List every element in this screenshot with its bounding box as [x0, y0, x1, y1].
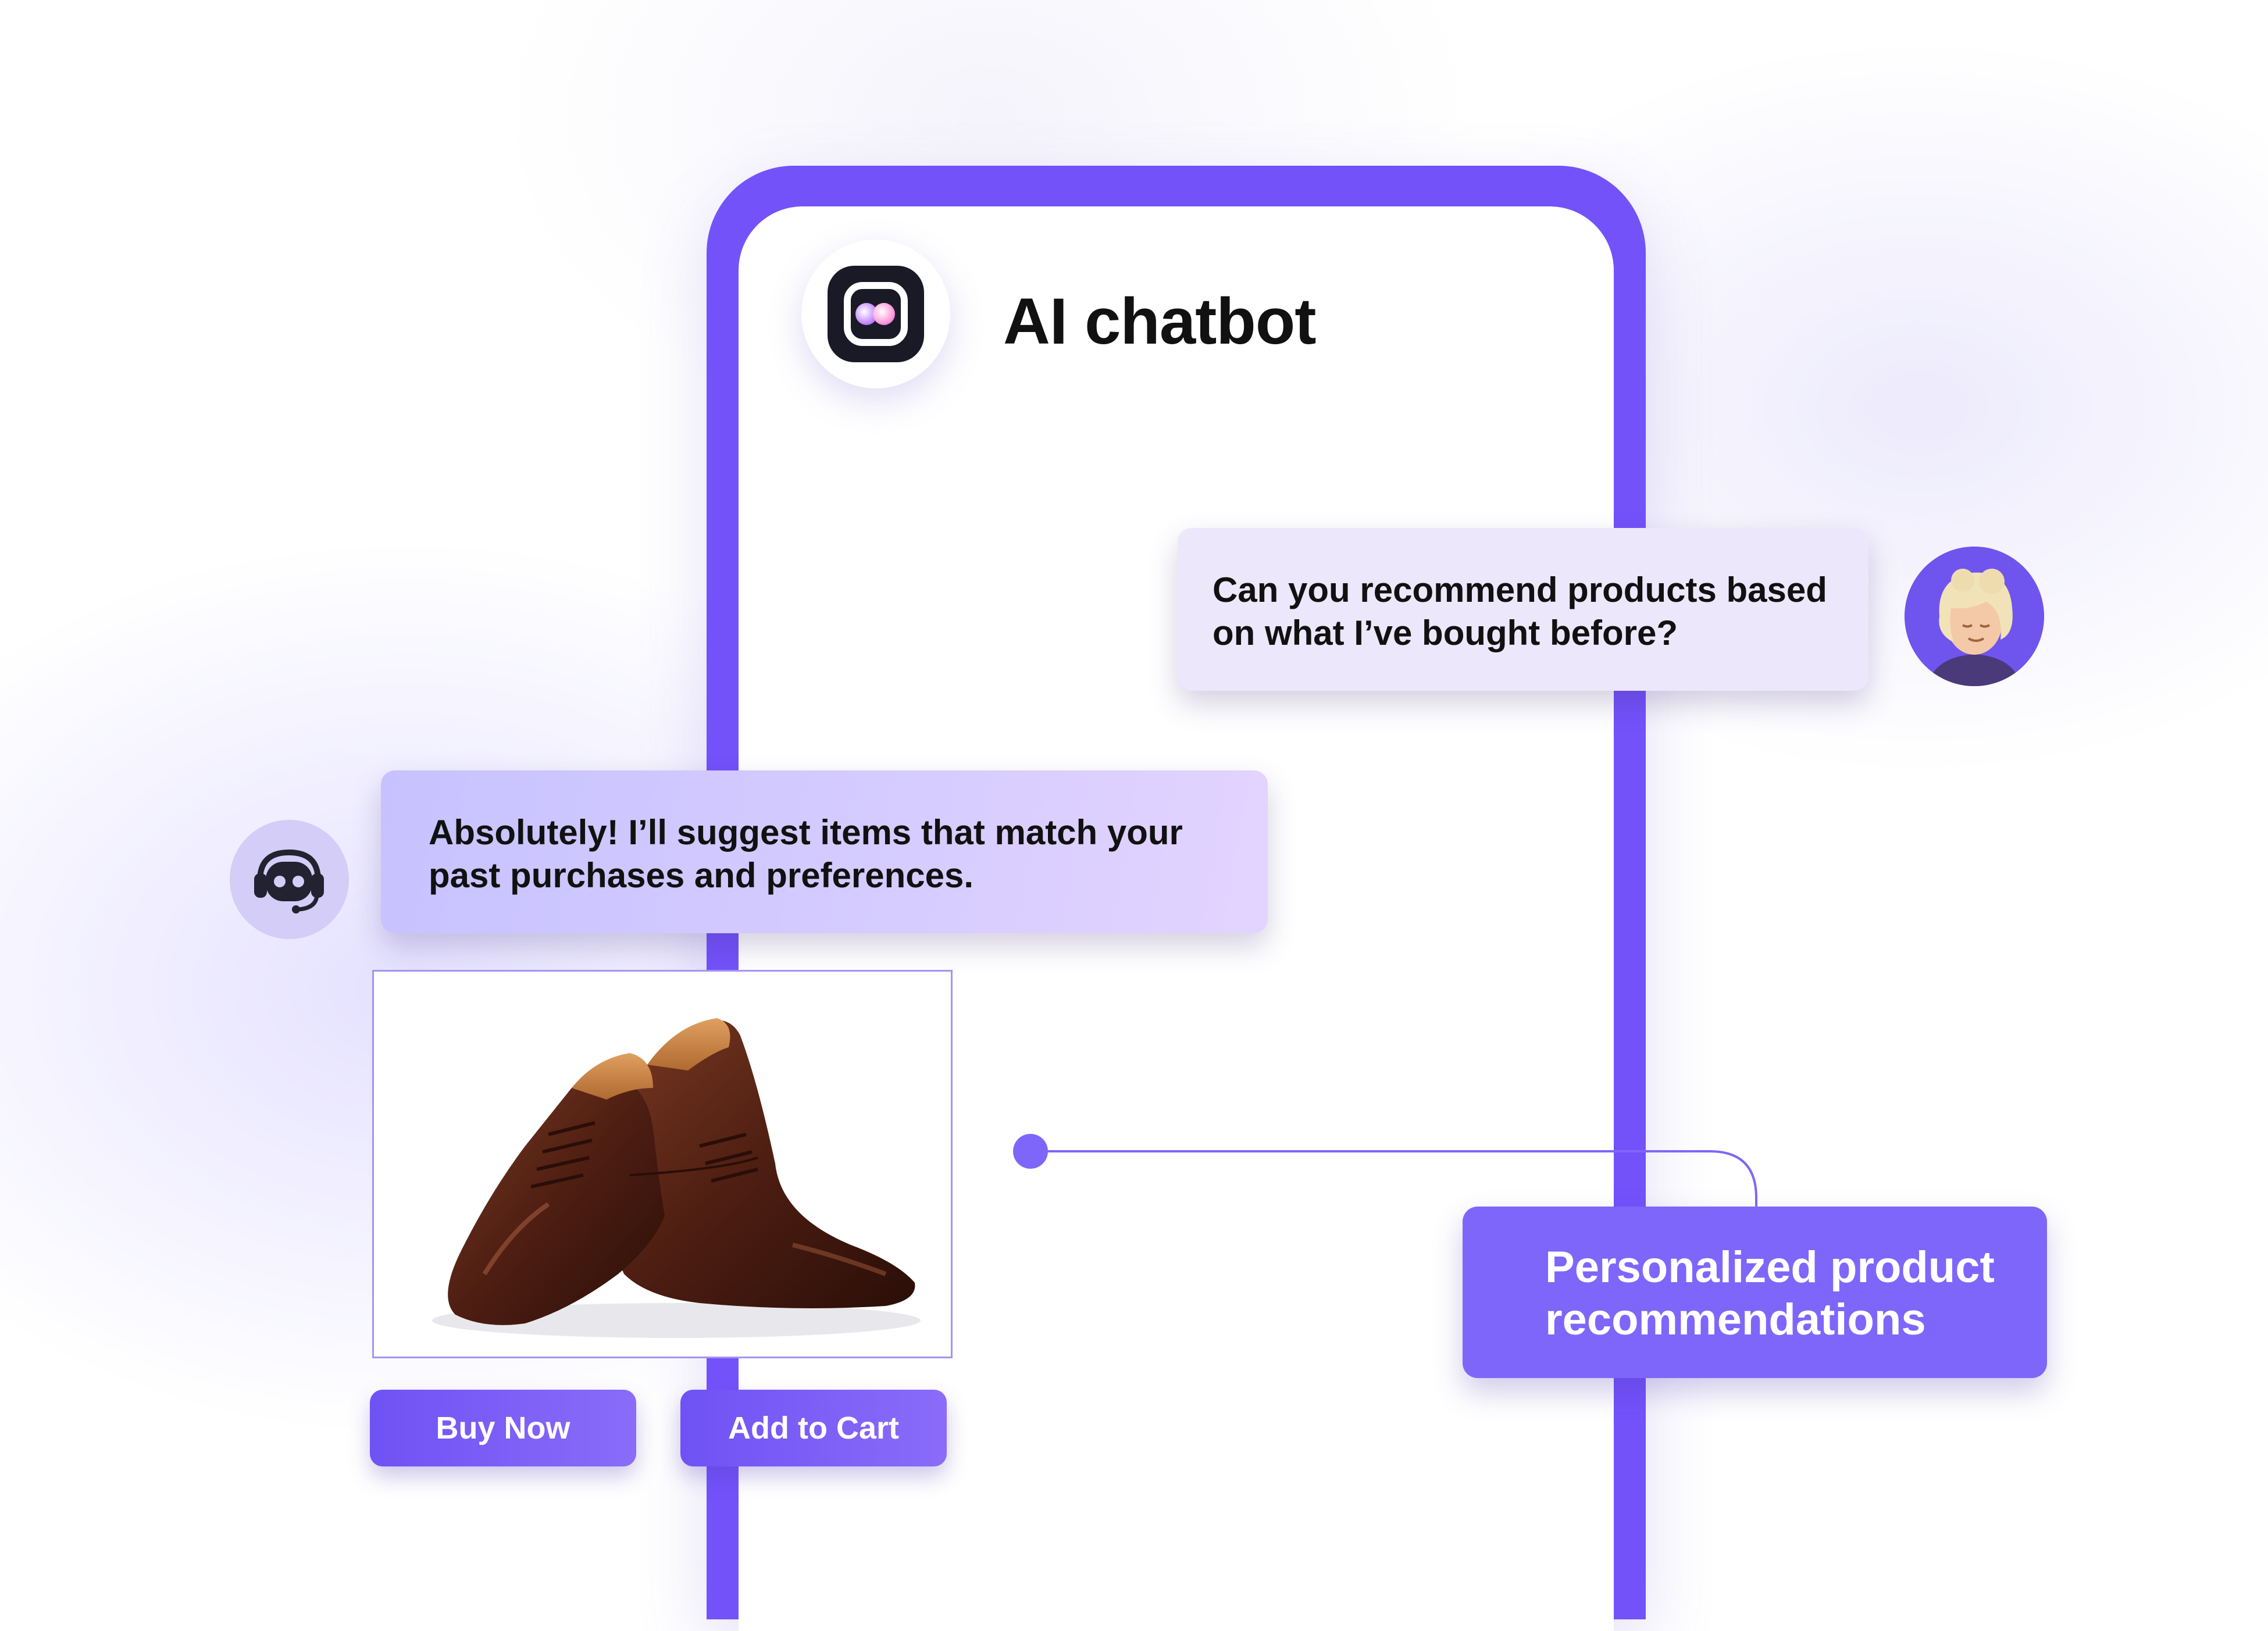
app-logo-icon	[801, 240, 950, 388]
user-message-text: Can you recommend products based on what…	[1213, 570, 1827, 652]
bot-message-bubble: Absolutely! I’ll suggest items that matc…	[381, 770, 1268, 933]
product-card[interactable]	[372, 970, 953, 1358]
feature-callout-label: Personalized product recommendations	[1545, 1243, 1995, 1344]
user-avatar[interactable]	[1905, 547, 2044, 686]
bot-message-text: Absolutely! I’ll suggest items that matc…	[429, 813, 1183, 895]
feature-callout: Personalized product recommendations	[1463, 1207, 2047, 1378]
buy-now-button[interactable]: Buy Now	[370, 1390, 636, 1466]
app-title: AI chatbot	[1003, 285, 1317, 358]
user-avatar-icon	[1905, 547, 2044, 686]
robot-headset-icon	[254, 849, 324, 913]
add-to-cart-button[interactable]: Add to Cart	[680, 1390, 947, 1466]
brown-leather-shoes-image	[432, 1018, 921, 1338]
bot-avatar	[230, 820, 349, 939]
user-message-bubble: Can you recommend products based on what…	[1178, 528, 1868, 691]
